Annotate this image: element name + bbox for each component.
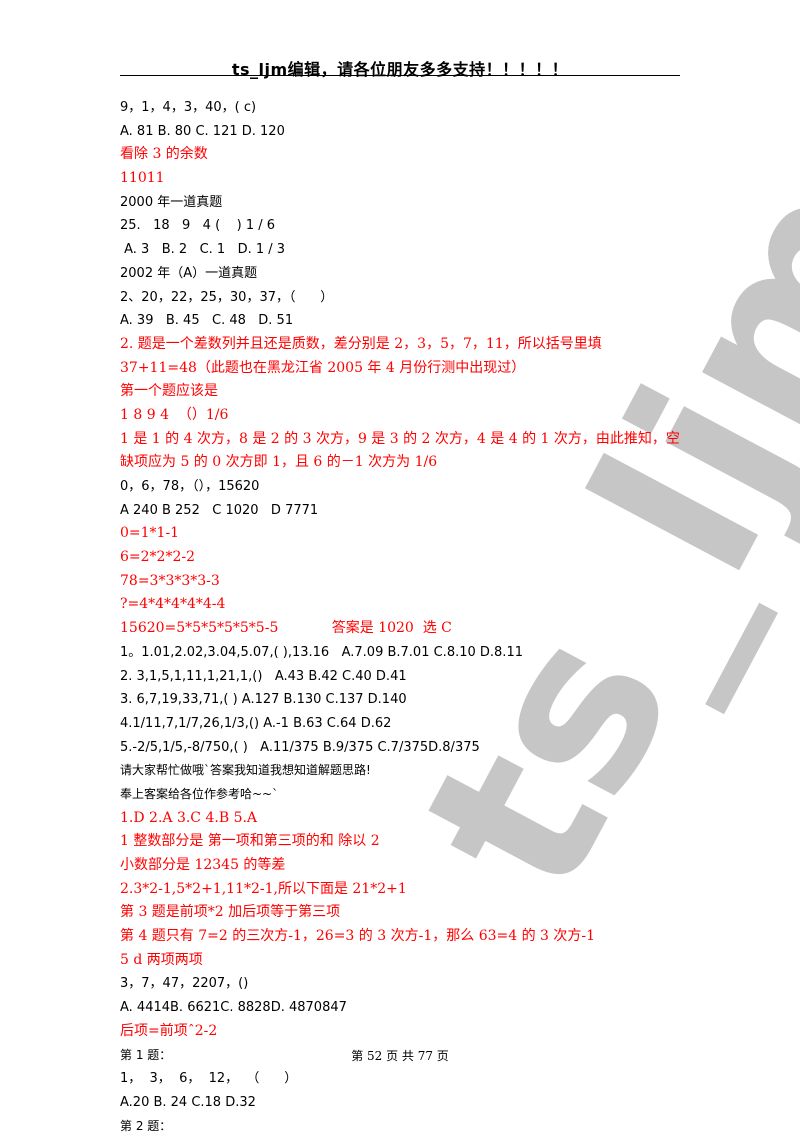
text-line: 0=1*1-1 (120, 525, 180, 542)
text-line: 2、20，22，25，30，37，（ ） (120, 289, 334, 305)
text-line: 第 3 题是前项*2 加后项等于第三项 (120, 904, 341, 921)
text-line: 1。1.01,2.02,3.04,5.07,( ),13.16 A.7.09 B… (120, 644, 523, 660)
text-line: 第 2 题： (120, 1118, 172, 1133)
text-line: 奉上客案给各位作参考哈~~` (120, 786, 279, 801)
text-line: 6=2*2*2-2 (120, 549, 195, 566)
text-line: 1 整数部分是 第一项和第三项的和 除以 2 (120, 833, 380, 850)
text-line: A. 3 B. 2 C. 1 D. 1 / 3 (120, 242, 286, 258)
text-line: 2. 题是一个差数列并且还是质数，差分别是 2，3，5，7，11，所以括号里填 (120, 335, 602, 352)
text-line: 1， 3， 6， 12， （ ） (120, 1071, 298, 1087)
text-line: 2002 年（A）一道真题 (120, 265, 258, 281)
text-line: 第 4 题只有 7=2 的三次方-1，26=3 的 3 次方-1，那么 63=4… (120, 928, 596, 945)
text-line: 15620=5*5*5*5*5*5-5 答案是 1020 选 C (120, 620, 452, 637)
text-line: 4.1/11,7,1/7,26,1/3,() A.-1 B.63 C.64 D.… (120, 715, 392, 731)
text-line: 2. 3,1,5,1,11,1,21,1,() A.43 B.42 C.40 D… (120, 668, 407, 684)
text-line: 37+11=48（此题也在黑龙江省 2005 年 4 月份行测中出现过） (120, 359, 526, 376)
text-line: 78=3*3*3*3-3 (120, 572, 220, 589)
text-line: 0，6，78，（），15620 (120, 479, 260, 494)
text-line: 2.3*2-1,5*2+1,11*2-1,所以下面是 21*2+1 (120, 880, 407, 897)
text-line: A. 39 B. 45 C. 48 D. 51 (120, 313, 294, 329)
text-line: A.20 B. 24 C.18 D.32 (120, 1094, 256, 1110)
text-line: A. 81 B. 80 C. 121 D. 120 (120, 123, 285, 139)
text-line: 25. 18 9 4 ( ) 1 / 6 (120, 218, 276, 234)
text-line: ?=4*4*4*4*4-4 (120, 596, 226, 613)
text-line: 5 d 两项两项 (120, 951, 203, 968)
text-line: 5.-2/5,1/5,-8/750,( ) A.11/375 B.9/375 C… (120, 739, 480, 755)
text-line: 11011 (120, 170, 165, 187)
text-line: 9，1，4，3，40，( c) (120, 100, 257, 115)
header-rule (120, 75, 680, 76)
text-line: 后项=前项ˆ2-2 (120, 1022, 218, 1039)
text-line: 请大家帮忙做哦`答案我知道我想知道解题思路! (120, 763, 371, 778)
text-line: 3. 6,7,19,33,71,( ) A.127 B.130 C.137 D.… (120, 692, 407, 708)
document-body: 9，1，4，3，40，( c) A. 81 B. 80 C. 121 D. 120… (120, 96, 690, 1138)
text-line: 缺项应为 5 的 0 次方即 1，且 6 的－1 次方为 1/6 (120, 454, 438, 471)
text-line: 2000 年一道真题 (120, 194, 223, 210)
text-line: 第一个题应该是 (120, 383, 218, 400)
text-line: 小数部分是 12345 的等差 (120, 857, 286, 873)
text-line: 1 是 1 的 4 次方，8 是 2 的 3 次方，9 是 3 的 2 次方，4… (120, 430, 680, 447)
text-line: 3，7，47，2207，() (120, 976, 249, 992)
text-line: 看除 3 的余数 (120, 146, 208, 163)
text-line: A 240 B 252 C 1020 D 7771 (120, 502, 319, 518)
text-line: A. 4414B. 6621C. 8828D. 4870847 (120, 1000, 347, 1016)
text-line: 第 1 题： (120, 1047, 172, 1062)
text-line: 1 8 9 4 （）1/6 (120, 406, 229, 423)
page-footer: 第 52 页 共 77 页 (351, 1049, 449, 1063)
text-line: 1.D 2.A 3.C 4.B 5.A (120, 809, 258, 826)
page-header-title: ts_ljm编辑，请各位朋友多多支持！！！！！ (231, 60, 569, 79)
